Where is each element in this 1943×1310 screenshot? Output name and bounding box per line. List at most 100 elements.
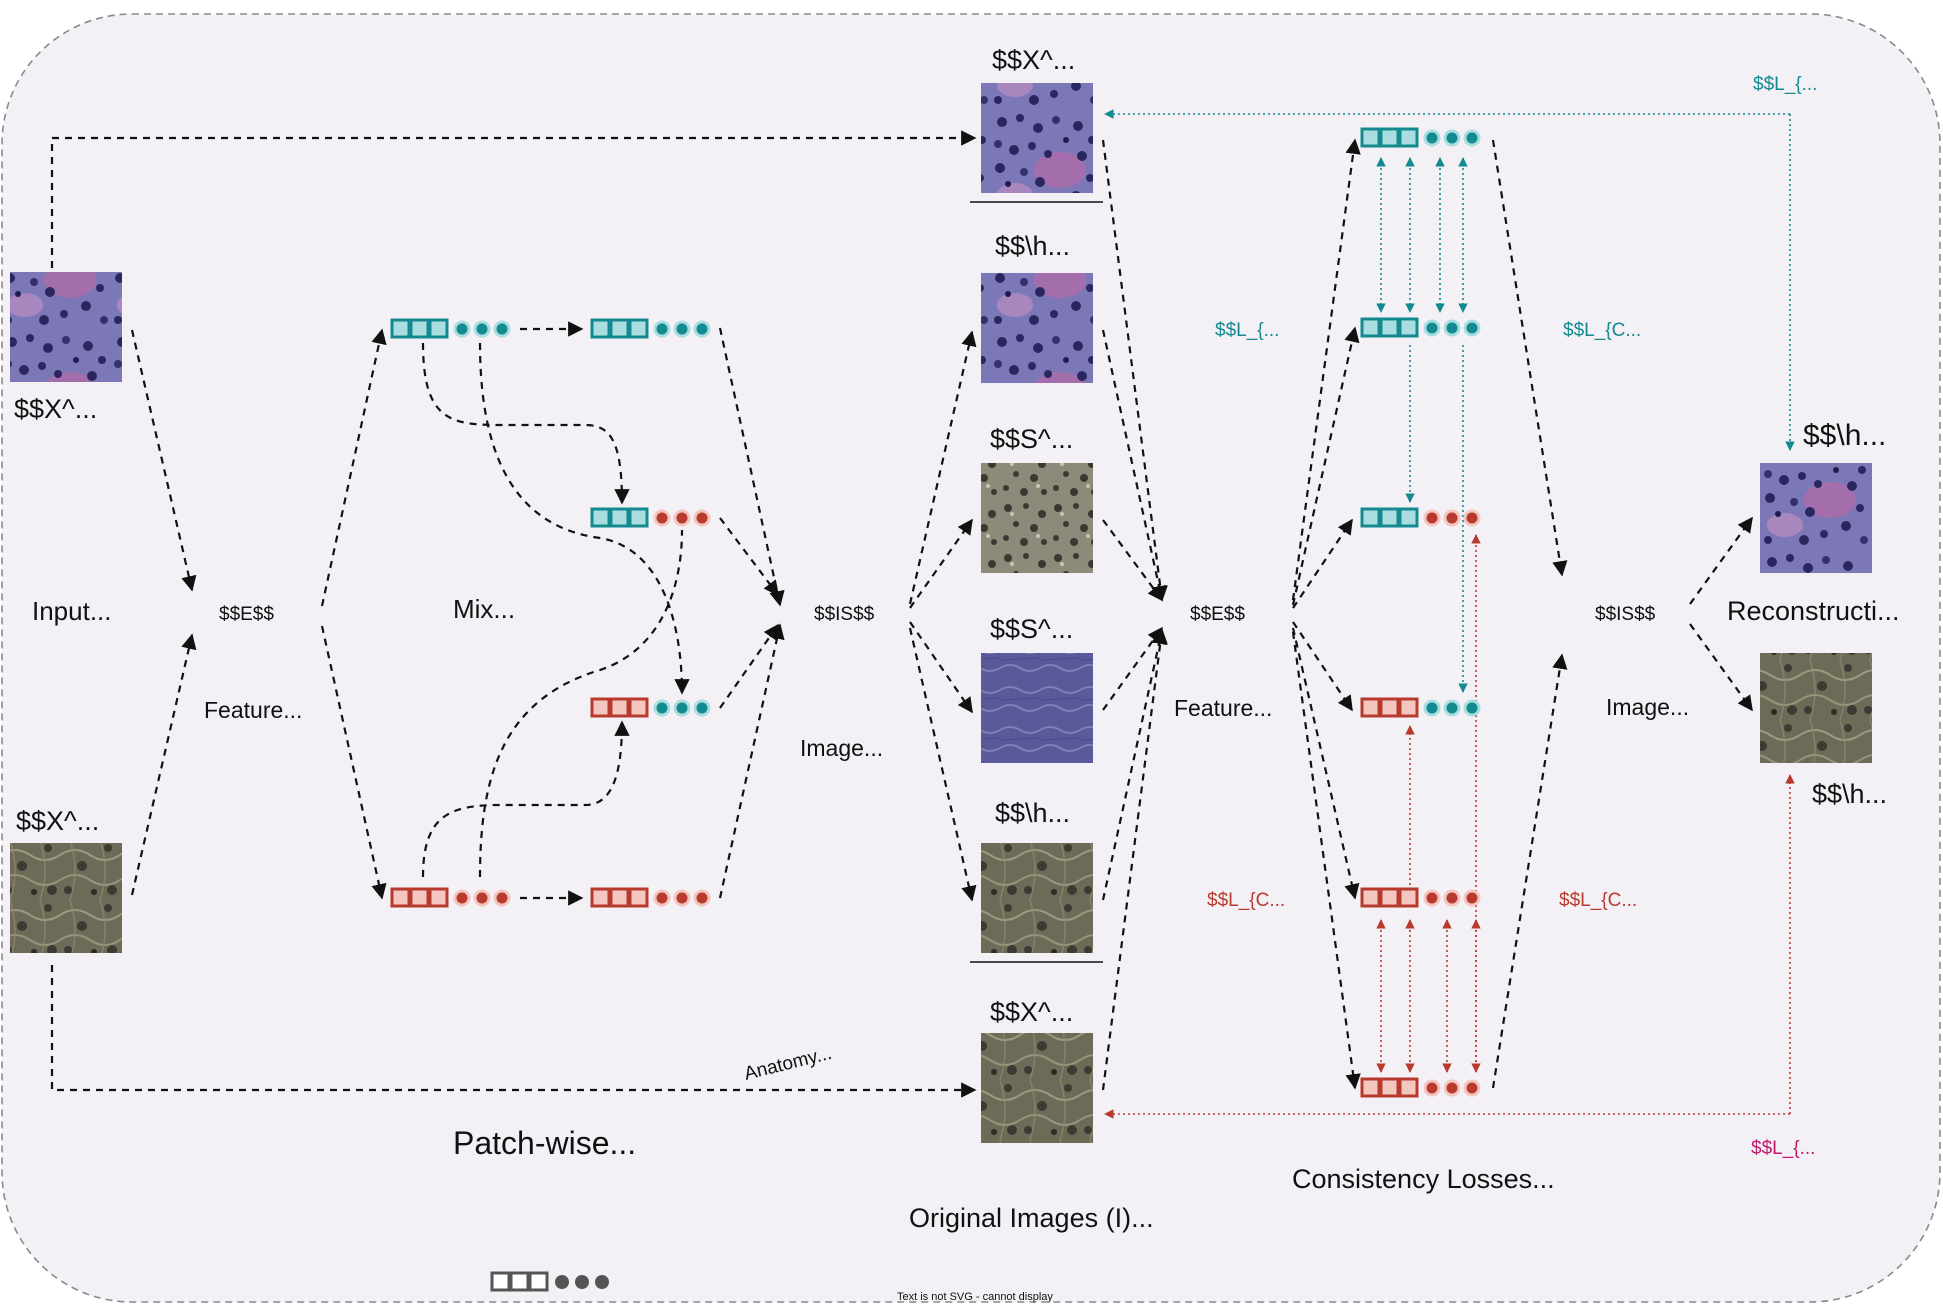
original-he-image xyxy=(981,83,1093,193)
latent-code-dot xyxy=(673,320,691,338)
latent-code-square xyxy=(1398,507,1419,528)
latent-code-square xyxy=(1360,1077,1381,1098)
generator2-label: $$IS$$ xyxy=(1595,604,1656,625)
latent-code-dot xyxy=(693,699,711,717)
latent-code-square xyxy=(1360,697,1381,718)
loss-top-right: $$L_{... xyxy=(1753,74,1817,95)
latent-code-square xyxy=(390,318,411,339)
latent-code-dot xyxy=(1463,319,1481,337)
latent-code-square xyxy=(590,318,611,339)
latent-code-dot xyxy=(1463,129,1481,147)
latent-code-square xyxy=(590,507,611,528)
latent-code-dot xyxy=(493,320,511,338)
labels: $$X^... Input... $$X^... $$E$$ Feature..… xyxy=(14,45,1900,1303)
original-images-label: Original Images (I)... xyxy=(909,1203,1154,1233)
latent-code-dot xyxy=(653,509,671,527)
latent-codes xyxy=(390,127,1481,1292)
code-mixed-4 xyxy=(1360,697,1481,718)
code-red-1 xyxy=(390,887,511,908)
img-hat1-label: $$\h... xyxy=(995,231,1070,261)
latent-code-dot xyxy=(453,320,471,338)
skip-arrow-top xyxy=(50,130,977,268)
generated-he-image-1 xyxy=(981,273,1093,383)
latent-code-dot xyxy=(693,889,711,907)
latent-code-dot xyxy=(1463,889,1481,907)
latent-code-dot xyxy=(1443,319,1461,337)
recon-label: Reconstructi... xyxy=(1727,596,1900,626)
loss-bottom-right: $$L_{... xyxy=(1751,1138,1815,1159)
reconstructed-he-image xyxy=(1760,463,1872,573)
latent-code-dot xyxy=(555,1275,569,1289)
latent-code-square xyxy=(1379,1077,1400,1098)
latent-code-square xyxy=(1398,887,1419,908)
code-mixed-2 xyxy=(590,697,711,718)
latent-code-square xyxy=(409,318,430,339)
latent-code-square xyxy=(509,1271,530,1292)
code-red-3 xyxy=(1360,887,1481,908)
latent-code-dot xyxy=(1443,699,1461,717)
latent-code-dot xyxy=(1443,129,1461,147)
img-s2-label: $$S^... xyxy=(990,614,1073,644)
generator1-label: $$IS$$ xyxy=(814,604,875,625)
latent-code-dot xyxy=(453,889,471,907)
latent-code-square xyxy=(590,887,611,908)
latent-code-dot xyxy=(1423,699,1441,717)
latent-code-dot xyxy=(653,699,671,717)
image2-label: Image... xyxy=(1606,694,1689,720)
latent-code-dot xyxy=(1463,1079,1481,1097)
loss-teal-right: $$L_{C... xyxy=(1563,320,1641,341)
latent-code-square xyxy=(1360,887,1381,908)
latent-code-square xyxy=(1379,507,1400,528)
code-teal-3 xyxy=(1360,127,1481,148)
latent-code-dot xyxy=(693,509,711,527)
latent-code-square xyxy=(490,1271,511,1292)
latent-code-dot xyxy=(473,320,491,338)
encoder1-label: $$E$$ xyxy=(219,604,274,625)
latent-code-dot xyxy=(673,699,691,717)
latent-code-square xyxy=(628,887,649,908)
original-gray-image xyxy=(981,1033,1093,1143)
code-red-4 xyxy=(1360,1077,1481,1098)
latent-code-square xyxy=(428,318,449,339)
orig-top-label: $$X^... xyxy=(992,45,1075,75)
latent-code-square xyxy=(1398,697,1419,718)
feature1-label: Feature... xyxy=(204,697,302,723)
latent-code-square xyxy=(609,697,630,718)
red-consistency-arrows xyxy=(1104,534,1795,1119)
generated-gray-image xyxy=(981,843,1093,953)
img-s1-label: $$S^... xyxy=(990,424,1073,454)
latent-code-dot xyxy=(1423,889,1441,907)
latent-code-dot xyxy=(1423,319,1441,337)
latent-code-square xyxy=(1398,127,1419,148)
background-panel xyxy=(1,13,1941,1303)
latent-code-square xyxy=(609,318,630,339)
input-label: Input... xyxy=(32,596,112,626)
latent-code-dot xyxy=(1423,1079,1441,1097)
latent-code-square xyxy=(390,887,411,908)
code-teal-4 xyxy=(1360,317,1481,338)
patch-wise-label: Patch-wise... xyxy=(453,1125,636,1161)
feature2-label: Feature... xyxy=(1174,695,1272,721)
latent-code-square xyxy=(528,1271,549,1292)
encoder2-label: $$E$$ xyxy=(1190,604,1245,625)
code-mixed-3 xyxy=(1360,507,1481,528)
code-teal-2 xyxy=(590,318,711,339)
latent-code-square xyxy=(1360,507,1381,528)
flow-arrows xyxy=(50,130,1753,1098)
latent-code-dot xyxy=(1463,699,1481,717)
code-legend xyxy=(490,1271,609,1292)
latent-code-square xyxy=(628,697,649,718)
recon-bottom-label: $$\h... xyxy=(1812,779,1887,809)
loss-teal-left: $$L_{... xyxy=(1215,320,1279,341)
reconstructed-gray-image xyxy=(1760,653,1872,763)
latent-code-dot xyxy=(595,1275,609,1289)
latent-code-dot xyxy=(673,509,691,527)
latent-code-square xyxy=(609,507,630,528)
tissue-images xyxy=(10,83,1872,1143)
latent-code-dot xyxy=(693,320,711,338)
orig-bottom-label: $$X^... xyxy=(990,997,1073,1027)
latent-code-square xyxy=(628,507,649,528)
latent-code-dot xyxy=(493,889,511,907)
latent-code-dot xyxy=(1423,509,1441,527)
input-gray-image xyxy=(10,843,122,953)
